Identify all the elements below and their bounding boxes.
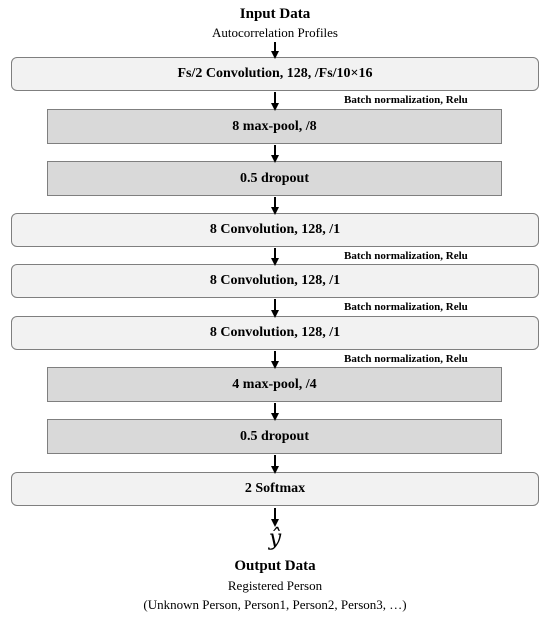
input-subtitle: Autocorrelation Profiles — [212, 25, 338, 40]
output-title: Output Data — [234, 558, 316, 574]
input-title: Input Data — [239, 6, 311, 22]
annotation-bn-relu: Batch normalization, Relu — [344, 301, 468, 313]
layer-maxpool-4: 4 max-pool, /4 — [47, 367, 502, 402]
layer-conv-3: 8 Convolution, 128, /1 — [11, 264, 539, 298]
layer-conv-4: 8 Convolution, 128, /1 — [11, 316, 539, 350]
output-classes: (Unknown Person, Person1, Person2, Perso… — [143, 597, 407, 612]
annotation-bn-relu: Batch normalization, Relu — [344, 250, 468, 262]
layer-conv-first: Fs/2 Convolution, 128, /Fs/10×16 — [11, 57, 539, 91]
annotation-bn-relu: Batch normalization, Relu — [344, 353, 468, 365]
output-symbol: ŷ — [268, 526, 282, 551]
output-subtitle: Registered Person — [227, 578, 323, 593]
layer-dropout-2: 0.5 dropout — [47, 419, 502, 454]
layer-maxpool-8: 8 max-pool, /8 — [47, 109, 502, 144]
annotation-bn-relu: Batch normalization, Relu — [344, 94, 468, 106]
